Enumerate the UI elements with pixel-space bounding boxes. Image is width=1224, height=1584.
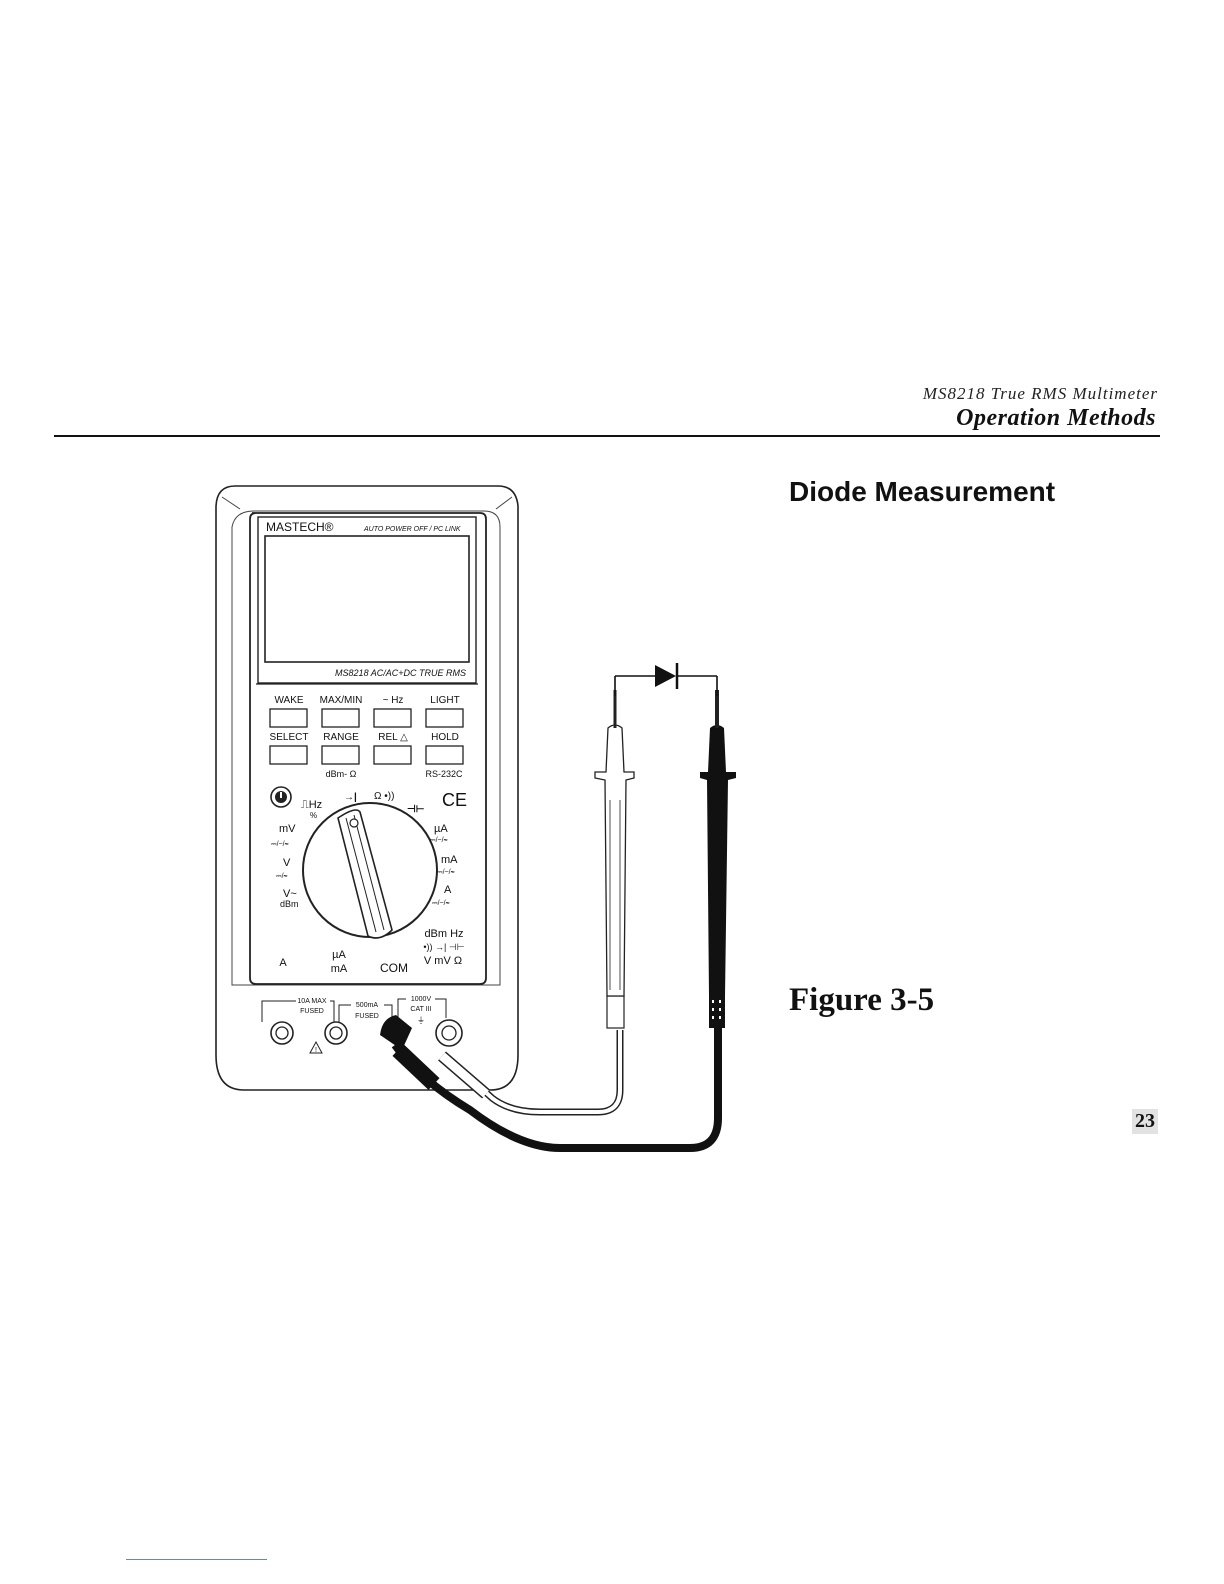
dial-hz: ⎍Hz <box>301 799 322 811</box>
hz-button <box>373 708 412 728</box>
cat-iii: CAT III <box>410 1006 431 1013</box>
ground-icon: ⏚ <box>417 1016 425 1025</box>
hz-label: ~ Hz <box>383 695 404 706</box>
select-label: SELECT <box>270 732 309 743</box>
power-icon <box>270 786 292 808</box>
wake-button <box>269 708 308 728</box>
header-section-title: Operation Methods <box>956 405 1156 431</box>
jack-ua-label: µA <box>332 949 346 961</box>
rel-button <box>373 745 412 765</box>
hold-label: HOLD <box>431 732 459 743</box>
figure-caption: Figure 3-5 <box>789 982 935 1018</box>
fuse-500ma-2: FUSED <box>355 1013 379 1020</box>
dial-vac: V~ <box>283 888 297 900</box>
wake-label: WAKE <box>274 695 303 706</box>
section-title: Diode Measurement <box>789 476 1056 507</box>
light-button <box>425 708 464 728</box>
range-label: RANGE <box>323 732 359 743</box>
brand-label: MASTECH® <box>266 520 334 534</box>
auto-power-label: AUTO POWER OFF / PC LINK <box>363 526 461 533</box>
dial-ma: mA <box>441 854 458 866</box>
hold-button <box>425 745 464 765</box>
warning-icon: ! <box>309 1040 323 1054</box>
model-label: MS8218 AC/AC+DC TRUE RMS <box>335 668 466 678</box>
diode-icon <box>614 663 718 696</box>
dial-mv-sym: ⎓/~/≂ <box>271 841 289 848</box>
rotary-dial-area: ⎍Hz % →| Ω •)) ⊣⊢ CE mV ⎓/~/≂ V ⎓/≂ V~ d… <box>270 786 467 939</box>
red-test-lead <box>438 676 635 1116</box>
dial-cap: ⊣⊢ <box>407 804 425 815</box>
fuse-10a-1: 10A MAX <box>297 998 327 1005</box>
ce-mark: CE <box>442 790 467 810</box>
rel-label: REL △ <box>378 732 408 743</box>
button-panel: WAKE MAX/MIN ~ Hz LIGHT SELECT RANGE REL… <box>269 695 464 779</box>
dial-ma-sym: ⎓/~/≂ <box>437 869 455 876</box>
dial-a-sym: ⎓/~/≂ <box>432 900 450 907</box>
select-button <box>269 745 308 765</box>
jack-right-label-3: V mV Ω <box>424 955 462 967</box>
fuse-500ma-1: 500mA <box>356 1002 379 1009</box>
range-button <box>321 745 360 765</box>
maxmin-label: MAX/MIN <box>320 695 363 706</box>
footer-link-line <box>126 1559 267 1560</box>
rs232-label: RS-232C <box>425 769 463 779</box>
dial-ua-sym: ⎓/~/≂ <box>430 837 448 844</box>
dial-mv: mV <box>279 823 296 835</box>
jack-right-label-2: •)) →| ⊣⊢ <box>423 942 464 952</box>
jack-com-label: COM <box>380 961 408 975</box>
dial-ua: µA <box>434 823 448 835</box>
lcd-panel: MASTECH® AUTO POWER OFF / PC LINK MS8218… <box>257 516 477 684</box>
svg-text:!: ! <box>315 1047 317 1054</box>
black-test-lead <box>380 676 736 1152</box>
jack-right-label-1: dBm Hz <box>424 928 463 940</box>
dial-diode: →| <box>344 792 357 803</box>
fuse-10a-2: FUSED <box>300 1008 324 1015</box>
dial-v-sym: ⎓/≂ <box>276 873 288 880</box>
cat-1000v: 1000V <box>411 996 432 1003</box>
dial-ohm: Ω •)) <box>374 791 394 802</box>
dial-a: A <box>444 884 452 896</box>
dial-dbm: dBm <box>280 899 299 909</box>
page-number: 23 <box>1132 1109 1158 1134</box>
fuse-labels: 10A MAX FUSED 500mA FUSED 1000V CAT III … <box>261 996 447 1025</box>
jack-a-label: A <box>279 957 287 969</box>
jack-ma-label: mA <box>331 963 348 975</box>
dbm-ohm-label: dBm- Ω <box>326 769 357 779</box>
maxmin-button <box>321 708 360 728</box>
input-jacks: ! <box>270 1019 463 1054</box>
jack-labels: A µA mA COM dBm Hz •)) →| ⊣⊢ V mV Ω <box>279 928 464 975</box>
header-rule <box>54 435 1160 437</box>
header-subtitle: MS8218 True RMS Multimeter <box>922 384 1158 403</box>
dial-pct: % <box>310 811 317 820</box>
dial-v: V <box>283 857 291 869</box>
light-label: LIGHT <box>430 695 459 706</box>
